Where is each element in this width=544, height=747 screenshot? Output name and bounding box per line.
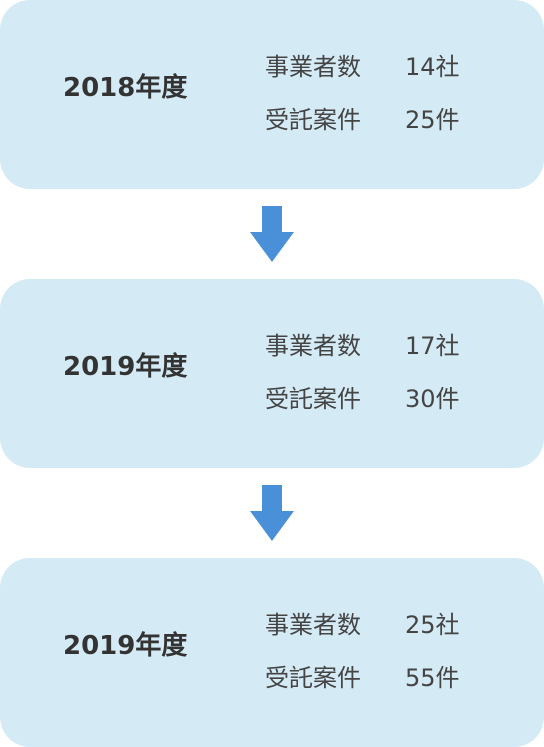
stat-value: 55件 [405, 664, 460, 692]
stat-label: 受託案件 [265, 106, 361, 134]
year-label: 2019年度 [63, 352, 188, 382]
stats-list: 事業者数 25社 受託案件 55件 [265, 607, 525, 713]
stats-list: 事業者数 14社 受託案件 25件 [265, 49, 525, 155]
stat-row-contracts: 受託案件 55件 [265, 660, 525, 713]
year-card-2019-a: 2019年度 事業者数 17社 受託案件 30件 [0, 279, 544, 468]
stat-value: 17社 [405, 332, 460, 360]
arrow-down-icon [250, 485, 294, 541]
stat-row-contracts: 受託案件 25件 [265, 102, 525, 155]
stat-label: 事業者数 [265, 53, 361, 81]
stat-row-contracts: 受託案件 30件 [265, 381, 525, 434]
stat-label: 受託案件 [265, 664, 361, 692]
stat-value: 25件 [405, 106, 460, 134]
stat-label: 事業者数 [265, 611, 361, 639]
stat-value: 25社 [405, 611, 460, 639]
stat-row-operators: 事業者数 14社 [265, 49, 525, 102]
stats-list: 事業者数 17社 受託案件 30件 [265, 328, 525, 434]
stat-value: 14社 [405, 53, 460, 81]
year-label: 2019年度 [63, 631, 188, 661]
stat-label: 事業者数 [265, 332, 361, 360]
year-card-2019-b: 2019年度 事業者数 25社 受託案件 55件 [0, 558, 544, 747]
stat-row-operators: 事業者数 17社 [265, 328, 525, 381]
year-label: 2018年度 [63, 73, 188, 103]
stat-label: 受託案件 [265, 385, 361, 413]
stat-row-operators: 事業者数 25社 [265, 607, 525, 660]
arrow-down-icon [250, 206, 294, 262]
stat-value: 30件 [405, 385, 460, 413]
year-card-2018: 2018年度 事業者数 14社 受託案件 25件 [0, 0, 544, 189]
